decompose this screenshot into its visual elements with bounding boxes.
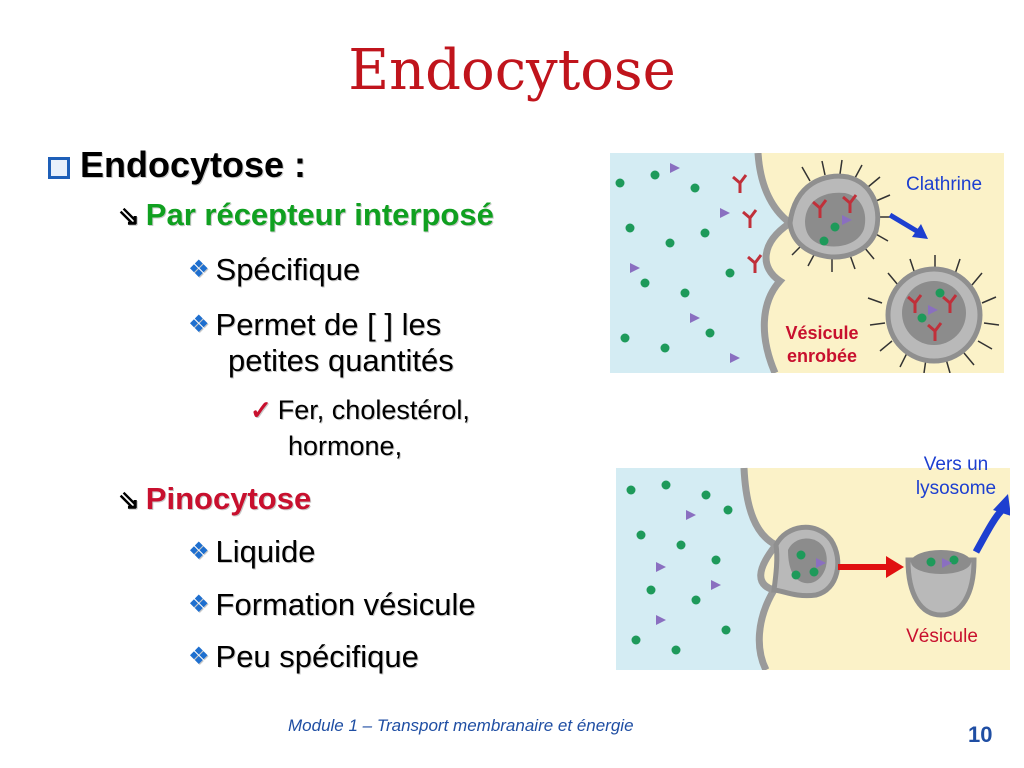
vers-un-label: Vers un: [924, 454, 988, 475]
footer-module: Module 1 – Transport membranaire et éner…: [288, 716, 634, 735]
pinocytosis-illustration: Vers un lysosome Vésicule: [616, 454, 1010, 670]
bullet-fer: ✓Fer, cholestérol,: [250, 395, 470, 425]
checkbox-icon: [48, 157, 70, 179]
vesicule-enrobee-label-1: Vésicule: [785, 323, 858, 343]
bullet-permet-cont: petites quantités: [228, 344, 454, 377]
receptor-endocytosis-figure: Clathrine Vésicule enrobée: [610, 153, 1004, 373]
bullet-specific-text: Spécifique: [215, 252, 361, 287]
receptor-endocytosis-illustration: Clathrine Vésicule enrobée: [610, 153, 1004, 373]
clathrine-label: Clathrine: [906, 174, 982, 195]
bullet-pinocytose-text: Pinocytose: [145, 481, 312, 516]
hand-arrow-icon: ⇘: [118, 485, 140, 515]
bullet-peu-text: Peu spécifique: [215, 639, 419, 674]
bullet-endocytose-text: Endocytose :: [80, 144, 307, 185]
page-number: 10: [968, 722, 993, 747]
diamond-bullet-icon: ❖: [188, 643, 210, 670]
hand-arrow-icon: ⇘: [118, 201, 140, 231]
lysosome-label: lysosome: [916, 478, 996, 499]
bullet-fer-text-2: hormone,: [288, 431, 403, 461]
bullet-permet-text-1: Permet de [ ] les: [215, 307, 442, 342]
vesicule-enrobee-label-2: enrobée: [787, 346, 857, 366]
pinocytosis-figure: Vers un lysosome Vésicule: [616, 450, 1010, 670]
bullet-endocytose: Endocytose :: [48, 144, 307, 185]
bullet-fer-cont: hormone,: [288, 431, 403, 461]
bullet-receptor: ⇘Par récepteur interposé: [118, 198, 494, 231]
checkmark-icon: ✓: [250, 395, 272, 425]
bullet-liquide-text: Liquide: [215, 534, 316, 569]
vesicule-label: Vésicule: [906, 626, 978, 647]
bullet-pinocytose: ⇘Pinocytose: [118, 482, 311, 515]
bullet-formation-text: Formation vésicule: [215, 587, 476, 622]
bullet-formation: ❖Formation vésicule: [188, 588, 476, 621]
bullet-fer-text-1: Fer, cholestérol,: [277, 395, 470, 425]
bullet-receptor-text: Par récepteur interposé: [145, 197, 494, 232]
diamond-bullet-icon: ❖: [188, 591, 210, 618]
diamond-bullet-icon: ❖: [188, 311, 210, 338]
bullet-liquide: ❖Liquide: [188, 535, 316, 568]
bullet-specific: ❖Spécifique: [188, 253, 360, 286]
diamond-bullet-icon: ❖: [188, 538, 210, 565]
diamond-bullet-icon: ❖: [188, 256, 210, 283]
bullet-permet: ❖Permet de [ ] les: [188, 308, 441, 341]
bullet-peu: ❖Peu spécifique: [188, 640, 419, 673]
slide-title: Endocytose: [348, 38, 676, 103]
bullet-permet-text-2: petites quantités: [228, 343, 454, 378]
